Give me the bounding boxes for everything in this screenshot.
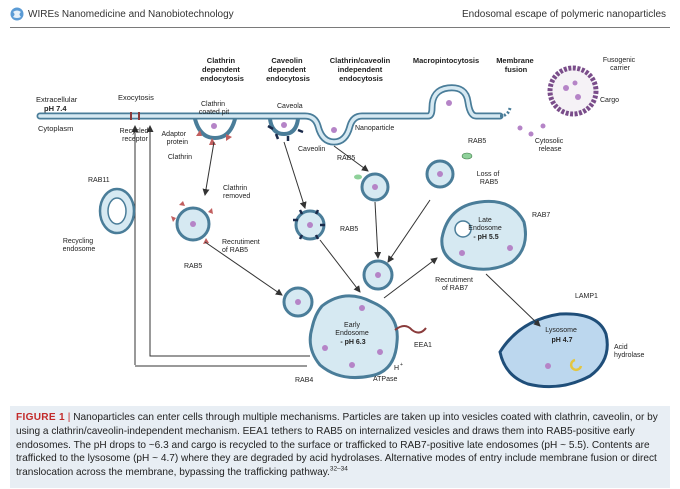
independent-vesicle	[354, 172, 390, 202]
running-title: Endosomal escape of polymeric nanopartic…	[462, 9, 666, 20]
fusogenic-carrier-label: Fusogenic carrier	[603, 57, 637, 72]
rab11-label: RAB11	[88, 177, 110, 184]
rab4-label: RAB4	[295, 377, 313, 384]
pathway-fusion-label: Membrane fusion	[496, 56, 536, 74]
caveola	[267, 118, 304, 141]
clathrin-removed-label: Clathrin removed	[223, 185, 250, 200]
loss-rab5-label: Loss of RAB5	[477, 171, 502, 186]
recycling-endosome	[98, 187, 136, 235]
clathrin-label: Clathrin	[168, 154, 192, 161]
rab5-label-d: RAB5	[340, 226, 358, 233]
recycled-receptor-icon	[130, 112, 140, 120]
macropinosome-vesicle	[425, 159, 455, 189]
rab5-label-c: RAB5	[184, 263, 202, 270]
early-endosome-label: Early Endosome - pH 6.3	[335, 322, 370, 346]
fusogenic-carrier	[547, 65, 599, 117]
rab5-label-b: RAB5	[468, 138, 486, 145]
plasma-membrane	[36, 84, 512, 146]
extracellular-label: Extracellular	[36, 95, 78, 104]
pathway-independent-label: Clathrin/caveolin independent endocytosi…	[330, 56, 393, 83]
nanoparticle-label: Nanoparticle	[355, 125, 394, 132]
eea1-tether-icon	[394, 325, 427, 334]
recruitment-rab5-label: Recrutiment of RAB5	[222, 239, 262, 254]
cytoplasm-label: Cytoplasm	[38, 124, 73, 133]
rab7-label: RAB7	[532, 212, 550, 219]
independent-pit-cargo	[331, 127, 337, 133]
lamp1-label: LAMP1	[575, 293, 598, 300]
pathway-caveolin-label: Caveolin dependent endocytosis	[266, 56, 310, 83]
caption-text: Nanoparticles can enter cells through mu…	[16, 412, 658, 479]
trafficking-arrows	[135, 125, 541, 367]
acid-hydrolase-label: Acid hydrolase	[614, 344, 644, 359]
recruitment-rab7-label: Recrutiment of RAB7	[435, 277, 475, 292]
caveolar-vesicle	[293, 209, 326, 241]
eea1-label: EEA1	[414, 342, 432, 349]
journal-name: WIREs Nanomedicine and Nanobiotechnology	[28, 9, 234, 20]
endocytosis-diagram: Clathrin dependent endocytosis Caveolin …	[36, 56, 644, 389]
recycling-endosome-label: Recycling endosome	[63, 238, 96, 253]
macropinosome-cargo	[446, 100, 452, 106]
rab5-marker-macro	[461, 152, 473, 160]
h-plus-label: H	[394, 365, 399, 372]
rab5-vesicle-left	[282, 286, 314, 318]
extracellular-ph-label: pH 7.4	[44, 104, 67, 113]
atpase-label: ATPase	[373, 376, 397, 383]
figure-caption: FIGURE 1 | Nanoparticles can enter cells…	[16, 411, 668, 480]
caption-references: 32–34	[329, 465, 348, 473]
page-header: WIREs Nanomedicine and Nanobiotechnology…	[0, 0, 680, 28]
rab5-vesicle-approach	[362, 259, 394, 291]
exocytosis-label: Exocytosis	[118, 93, 154, 102]
early-endosome	[308, 294, 399, 380]
recycled-receptor-label: Recycled receptor	[120, 128, 151, 143]
lysosome-label: Lysosome pH 4.7	[545, 327, 579, 344]
caveola-label: Caveola	[277, 103, 303, 110]
journal-logo-icon	[10, 7, 24, 21]
clathrin-coated-pit	[193, 118, 237, 145]
h-plus-superscript: +	[400, 362, 403, 368]
adaptor-protein-label: Adaptor protein	[162, 131, 189, 146]
clathrin-coated-vesicle	[171, 201, 213, 244]
cytosolic-release-label: Cytosolic release	[535, 138, 565, 153]
late-endosome	[440, 199, 527, 271]
lysosome	[498, 312, 609, 389]
cargo-label: Cargo	[600, 97, 619, 104]
caveolin-label: Caveolin	[298, 146, 325, 153]
rab5-label-a: RAB5	[337, 155, 355, 162]
header-rule	[10, 27, 670, 28]
pathway-clathrin-label: Clathrin dependent endocytosis	[200, 56, 244, 83]
cytosolic-release-cargo	[517, 123, 546, 137]
caption-box	[10, 406, 670, 488]
late-endosome-label: Late Endosome - pH 5.5	[468, 217, 503, 241]
pathway-macropinocytosis-label: Macropintocytosis	[413, 56, 479, 65]
figure-separator: |	[67, 412, 71, 423]
figure-label: FIGURE 1	[16, 412, 65, 423]
clathrin-coated-pit-label: Clathrin coated pit	[199, 101, 229, 116]
